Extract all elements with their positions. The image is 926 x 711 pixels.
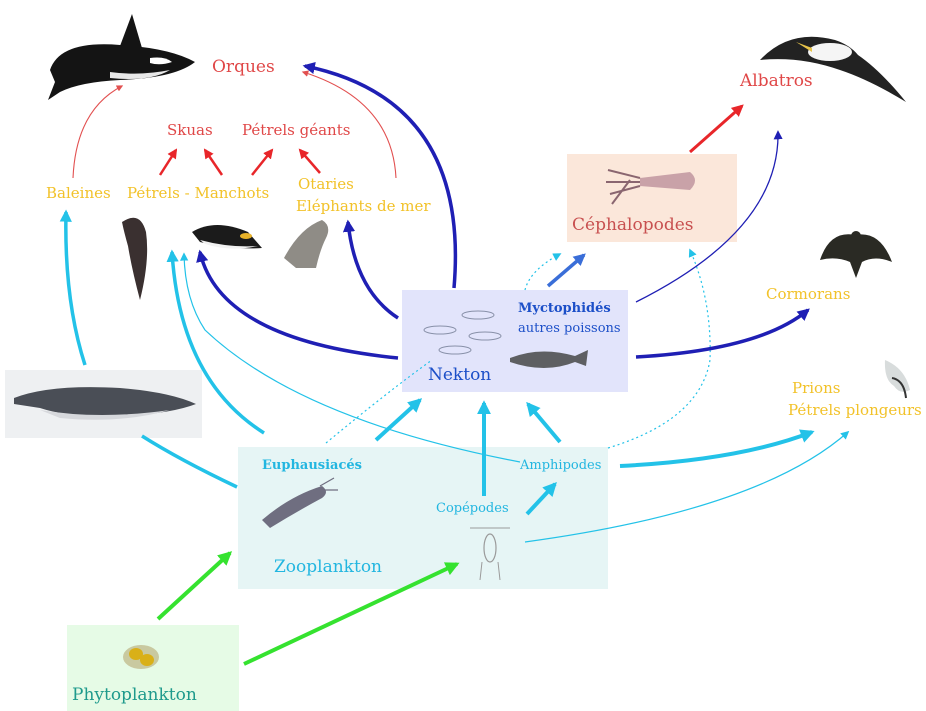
orca-icon (48, 14, 195, 100)
arrow-petrels-to-skuas-1 (158, 148, 178, 176)
label-skuas: Skuas (167, 121, 213, 139)
arrow-whale-to-baleines (59, 209, 87, 366)
label-prions: Prions (792, 379, 841, 397)
arrow-phyto-to-copepodes (243, 562, 460, 666)
label-autres-poissons: autres poissons (518, 321, 621, 336)
label-otaries: Otaries (298, 175, 354, 193)
arrow-amphi-to-prions (619, 429, 815, 468)
prion-bird-icon (884, 360, 910, 399)
sea-lion-icon (284, 220, 329, 268)
arrow-zoo-to-petrels (166, 249, 265, 435)
copepod-icon (470, 527, 510, 581)
label-cormorans: Cormorans (766, 285, 851, 303)
squid-icon (606, 169, 695, 205)
arrow-phyto-to-zoo (156, 551, 233, 621)
label-petrels-plongeurs: Pétrels plongeurs (788, 401, 922, 419)
label-nekton: Nekton (428, 365, 492, 385)
label-zooplankton: Zooplankton (274, 557, 383, 577)
label-phytoplankton: Phytoplankton (72, 685, 197, 705)
arrow-otaries-to-geants (298, 148, 321, 174)
arrow-euph-to-nekton (374, 398, 423, 442)
arrow-otaries-to-orques (301, 70, 397, 179)
arrow-nekton-to-albatros (635, 130, 783, 303)
cormorant-icon (820, 231, 892, 278)
label-petrels-geants: Pétrels géants (242, 121, 351, 139)
arrow-zoo-to-whale (141, 434, 238, 489)
fish-school-icon (423, 310, 502, 355)
arrow-zoo-to-nekton-dotted (325, 359, 433, 444)
label-petrels-manchots: Pétrels - Manchots (127, 184, 270, 202)
arrow-nekton-to-cormorans (635, 308, 810, 359)
arrow-cope-to-prions (524, 430, 850, 543)
whale-icon (14, 387, 196, 420)
toothfish-icon (510, 350, 588, 368)
petrel-bird-icon (122, 217, 148, 300)
label-orques: Orques (212, 57, 275, 77)
label-copepodes: Copépodes (436, 501, 509, 516)
label-amphipodes: Amphipodes (520, 458, 602, 473)
cephalopodes-box (567, 154, 737, 242)
label-elephants: Eléphants de mer (296, 197, 431, 215)
arrow-cope-to-amphi (525, 481, 557, 516)
arrow-baleines-to-orques (72, 85, 124, 179)
arrow-nekton-to-cephalo (546, 253, 586, 288)
arrow-amphi-to-nekton (526, 401, 562, 444)
arrow-petrels-to-geants (251, 148, 274, 176)
arrow-nekton-to-cephalo-dotted (524, 253, 562, 291)
arrow-amphi-to-petrels-thin (179, 252, 521, 463)
nekton-box (402, 290, 628, 392)
arrow-petrels-to-skuas-2 (203, 148, 224, 176)
penguin-icon (192, 225, 262, 249)
albatross-icon (760, 36, 906, 102)
arrow-nekton-to-petrels (196, 249, 399, 360)
phytoplankton-box (67, 625, 239, 711)
arrow-amphi-to-cephalo-dotted (607, 248, 711, 449)
label-cephalopodes: Céphalopodes (572, 215, 694, 235)
arrow-nekton-to-otaries (342, 219, 399, 320)
label-myctophides: Myctophidés (518, 301, 611, 316)
arrow-cephalo-to-albatros (689, 104, 744, 154)
label-baleines: Baleines (46, 184, 111, 202)
zooplankton-box (238, 447, 608, 589)
arrow-nekton-to-orques (302, 61, 458, 289)
label-albatros: Albatros (740, 71, 813, 91)
diatom-icon (123, 645, 159, 669)
krill-icon (262, 477, 338, 528)
label-euphausiaces: Euphausiacés (262, 458, 362, 473)
